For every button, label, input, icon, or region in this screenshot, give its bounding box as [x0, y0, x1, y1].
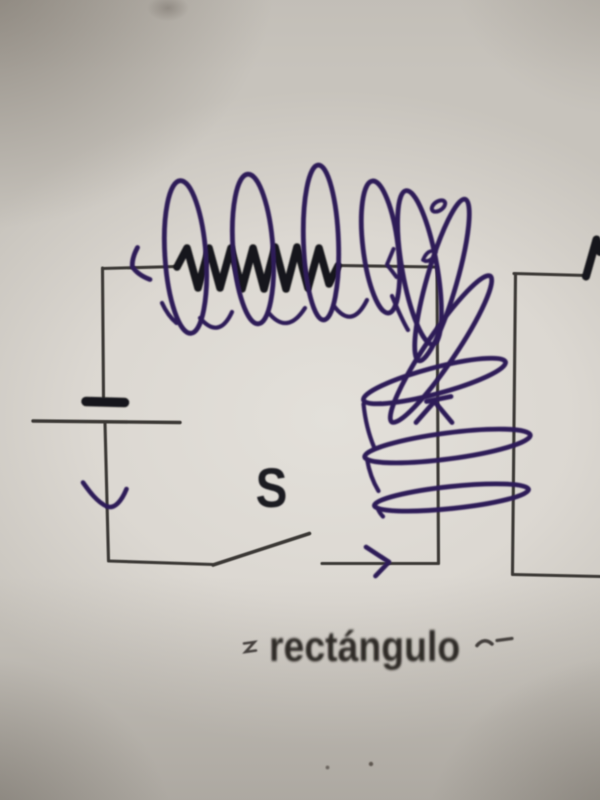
- svg-text:rectángulo: rectángulo: [269, 623, 460, 671]
- svg-text:S: S: [256, 457, 288, 519]
